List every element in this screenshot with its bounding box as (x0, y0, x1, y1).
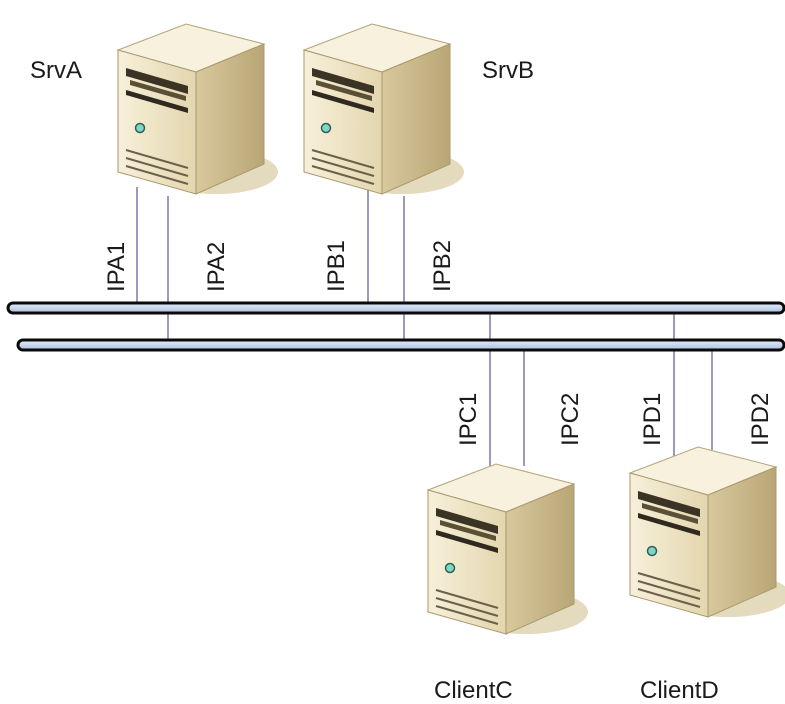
network-bus-1 (6, 301, 785, 315)
ip-label-ipa1: IPA1 (103, 242, 130, 292)
network-bus-2 (16, 338, 785, 352)
ip-label-ipc2: IPC2 (557, 393, 584, 446)
client-clientc-label: ClientC (434, 677, 513, 704)
server-srvb-label: SrvB (482, 57, 534, 84)
client-clientd-icon (629, 446, 785, 618)
server-srvb-icon (303, 23, 465, 195)
ip-label-ipb2: IPB2 (429, 240, 456, 292)
client-clientc-icon (427, 463, 589, 635)
server-srva-label: SrvA (30, 57, 82, 84)
links (136, 187, 713, 482)
ip-label-ipc1: IPC1 (455, 393, 482, 446)
ip-label-ipb1: IPB1 (323, 240, 350, 292)
ip-label-ipd1: IPD1 (639, 393, 666, 446)
ip-label-ipa2: IPA2 (203, 242, 230, 292)
client-clientd-label: ClientD (640, 677, 719, 704)
ip-label-ipd2: IPD2 (747, 393, 774, 446)
server-srva-icon (117, 23, 279, 195)
